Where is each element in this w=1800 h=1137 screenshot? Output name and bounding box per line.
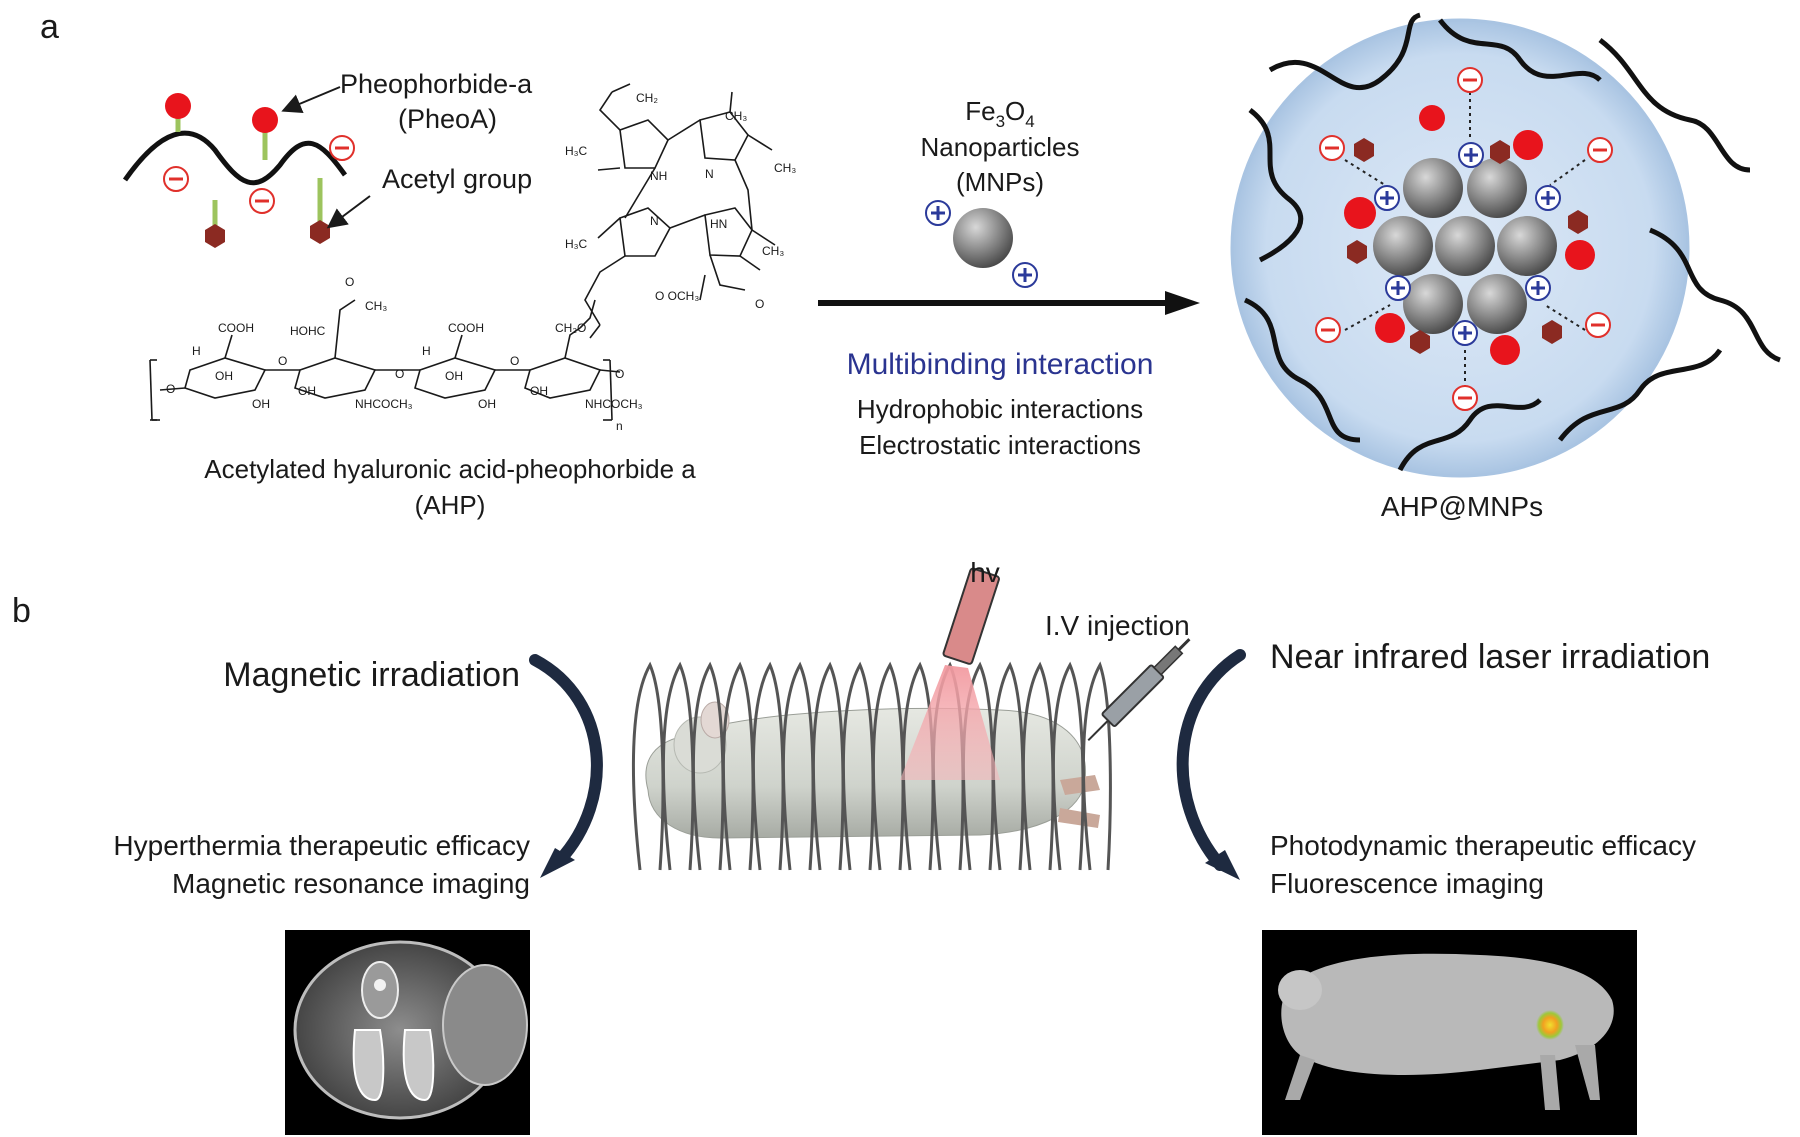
svg-text:O: O <box>166 382 175 396</box>
svg-text:CH₃: CH₃ <box>365 299 387 313</box>
polymer-backbone <box>122 130 348 186</box>
svg-text:COOH: COOH <box>448 321 484 335</box>
syringe-icon <box>1087 638 1191 742</box>
svg-text:CH₃: CH₃ <box>725 109 747 123</box>
svg-text:HOHC: HOHC <box>290 324 326 338</box>
svg-text:N: N <box>650 214 659 228</box>
nanoparticle-icon <box>953 208 1013 268</box>
svg-text:O: O <box>395 367 404 381</box>
svg-text:O OCH₃: O OCH₃ <box>655 289 699 303</box>
svg-text:CH₂: CH₂ <box>636 91 658 105</box>
nir-laser-label: Near infrared laser irradiation <box>1270 638 1710 676</box>
iv-injection-label: I.V injection <box>1045 610 1190 641</box>
acetyl-pointer-arrow <box>326 195 371 229</box>
svg-text:H: H <box>422 344 431 358</box>
acetyl-group-label: Acetyl group <box>382 164 532 194</box>
nanoparticles-label: Nanoparticles <box>921 132 1080 162</box>
hyperthermia-label: Hyperthermia therapeutic efficacy <box>113 830 530 861</box>
svg-text:NH: NH <box>650 169 667 183</box>
svg-text:HN: HN <box>710 217 727 231</box>
chem-labels: CH₂ CH₃ CH₃ H₃C NH N N HN H₃C CH₃ O O OC… <box>166 91 796 433</box>
product-label: AHP@MNPs <box>1381 491 1543 522</box>
sphere-plus-charges <box>1374 142 1561 346</box>
fe3o4-label: Fe3O4 <box>965 96 1035 131</box>
svg-text:CH₂O: CH₂O <box>555 321 586 335</box>
hv-label: hv <box>970 557 1000 588</box>
right-curved-arrowhead <box>1205 850 1240 880</box>
svg-text:CH₃: CH₃ <box>774 161 796 175</box>
electrostatic-label: Electrostatic interactions <box>859 430 1141 460</box>
svg-text:O: O <box>278 354 287 368</box>
magnetic-irradiation-label: Magnetic irradiation <box>223 656 520 694</box>
svg-text:H₃C: H₃C <box>565 144 588 158</box>
pheoa-dot <box>252 107 278 133</box>
minus-charge <box>249 188 275 214</box>
pheoa-dot <box>165 93 191 119</box>
reaction-arrowhead <box>1165 291 1200 315</box>
panel-b-label: b <box>12 592 31 630</box>
acetyl-hexagon <box>205 224 225 248</box>
svg-text:OH: OH <box>445 369 463 383</box>
svg-text:N: N <box>705 167 714 181</box>
svg-text:H: H <box>192 344 201 358</box>
svg-text:O: O <box>615 367 624 381</box>
left-curved-arrowhead <box>540 848 575 878</box>
ahp-label-line1: Acetylated hyaluronic acid-pheophorbide … <box>204 454 696 484</box>
svg-text:H₃C: H₃C <box>565 237 588 251</box>
svg-text:O: O <box>345 275 354 289</box>
laser-pointer <box>942 567 1000 665</box>
svg-text:CH₃: CH₃ <box>762 244 784 258</box>
hydrophobic-label: Hydrophobic interactions <box>857 394 1143 424</box>
svg-text:n: n <box>616 419 623 433</box>
minus-charge <box>329 135 355 161</box>
mouse-in-coil <box>631 661 1112 871</box>
ahp-chemical-structure <box>149 83 776 421</box>
svg-text:NHCOCH₃: NHCOCH₃ <box>355 397 413 411</box>
ahp-label-line2: (AHP) <box>415 490 486 520</box>
svg-text:COOH: COOH <box>218 321 254 335</box>
svg-text:OH: OH <box>215 369 233 383</box>
plus-charge <box>1012 262 1038 288</box>
pheophorbide-label: Pheophorbide-a <box>340 69 533 99</box>
panel-a-label: a <box>40 8 59 46</box>
pheoa-pointer-arrow <box>281 86 341 114</box>
svg-text:O: O <box>755 297 764 311</box>
minus-charge <box>163 166 189 192</box>
multibinding-label: Multibinding interaction <box>847 348 1154 381</box>
sphere-minus-charges <box>1315 67 1613 411</box>
laser-beam <box>900 665 1000 780</box>
svg-text:OH: OH <box>530 384 548 398</box>
svg-text:O: O <box>510 354 519 368</box>
left-curved-arrow <box>529 654 603 866</box>
photodynamic-label: Photodynamic therapeutic efficacy <box>1270 830 1696 861</box>
ahp-mnps-sphere <box>1230 12 1781 478</box>
right-curved-arrow <box>1176 649 1246 871</box>
svg-text:OH: OH <box>252 397 270 411</box>
svg-text:OH: OH <box>298 384 316 398</box>
mri-label: Magnetic resonance imaging <box>172 868 530 899</box>
svg-text:NHCOCH₃: NHCOCH₃ <box>585 397 643 411</box>
plus-charge <box>925 200 951 226</box>
mnps-label: (MNPs) <box>956 167 1044 197</box>
ahp-chain-schematic <box>122 86 371 248</box>
mri-image <box>285 930 530 1135</box>
svg-text:OH: OH <box>478 397 496 411</box>
pheoa-label: (PheoA) <box>398 104 497 134</box>
acetyl-hexagon <box>310 220 330 244</box>
fluorescence-label: Fluorescence imaging <box>1270 868 1544 899</box>
fluorescence-image <box>1262 930 1637 1135</box>
